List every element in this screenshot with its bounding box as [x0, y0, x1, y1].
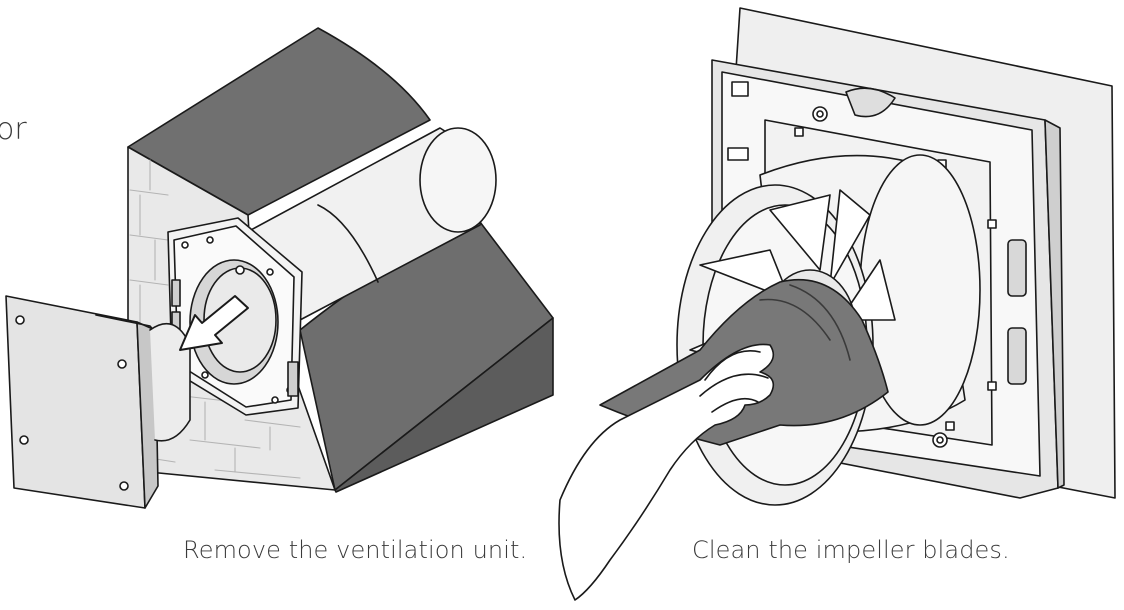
direction-arrow-icon	[179, 295, 249, 351]
cropped-text-fragment: or	[0, 112, 27, 147]
impeller-cleaning-illustration	[558, 7, 1116, 601]
caption-clean-blades: Clean the impeller blades.	[692, 536, 1010, 564]
caption-remove-unit: Remove the ventilation unit.	[183, 536, 528, 564]
wall-cutaway-illustration	[5, 27, 554, 509]
